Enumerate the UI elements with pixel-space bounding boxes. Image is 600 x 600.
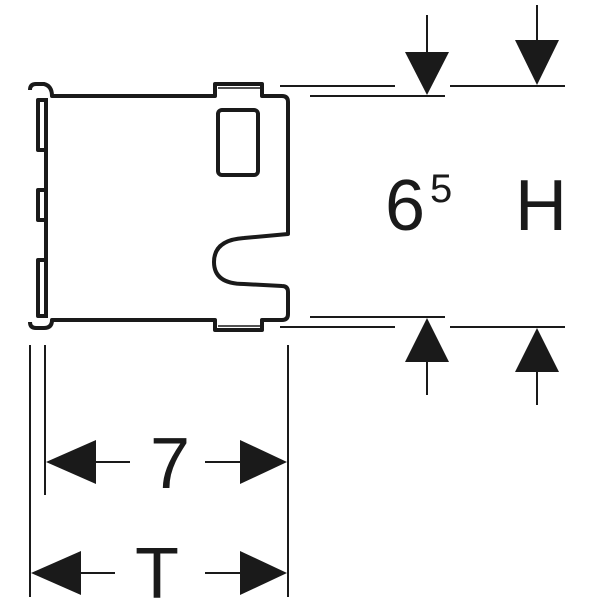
arrow-right-icon	[240, 440, 287, 484]
height-value: 6	[385, 166, 425, 246]
arrow-left-icon	[46, 440, 96, 484]
arrow-up-icon	[515, 328, 559, 372]
arrow-down-icon	[515, 40, 559, 85]
depth-dimension	[29, 345, 289, 597]
depth-label: T	[135, 534, 179, 600]
arrow-right-icon	[240, 551, 287, 595]
height-dimension	[280, 5, 565, 405]
part-outline	[28, 82, 290, 332]
height-value-superscript: 5	[430, 167, 452, 211]
arrow-up-icon	[405, 318, 449, 362]
arrow-down-icon	[405, 52, 449, 95]
depth-value: 7	[150, 424, 190, 504]
height-label: H	[515, 166, 567, 246]
arrow-left-icon	[31, 551, 81, 595]
